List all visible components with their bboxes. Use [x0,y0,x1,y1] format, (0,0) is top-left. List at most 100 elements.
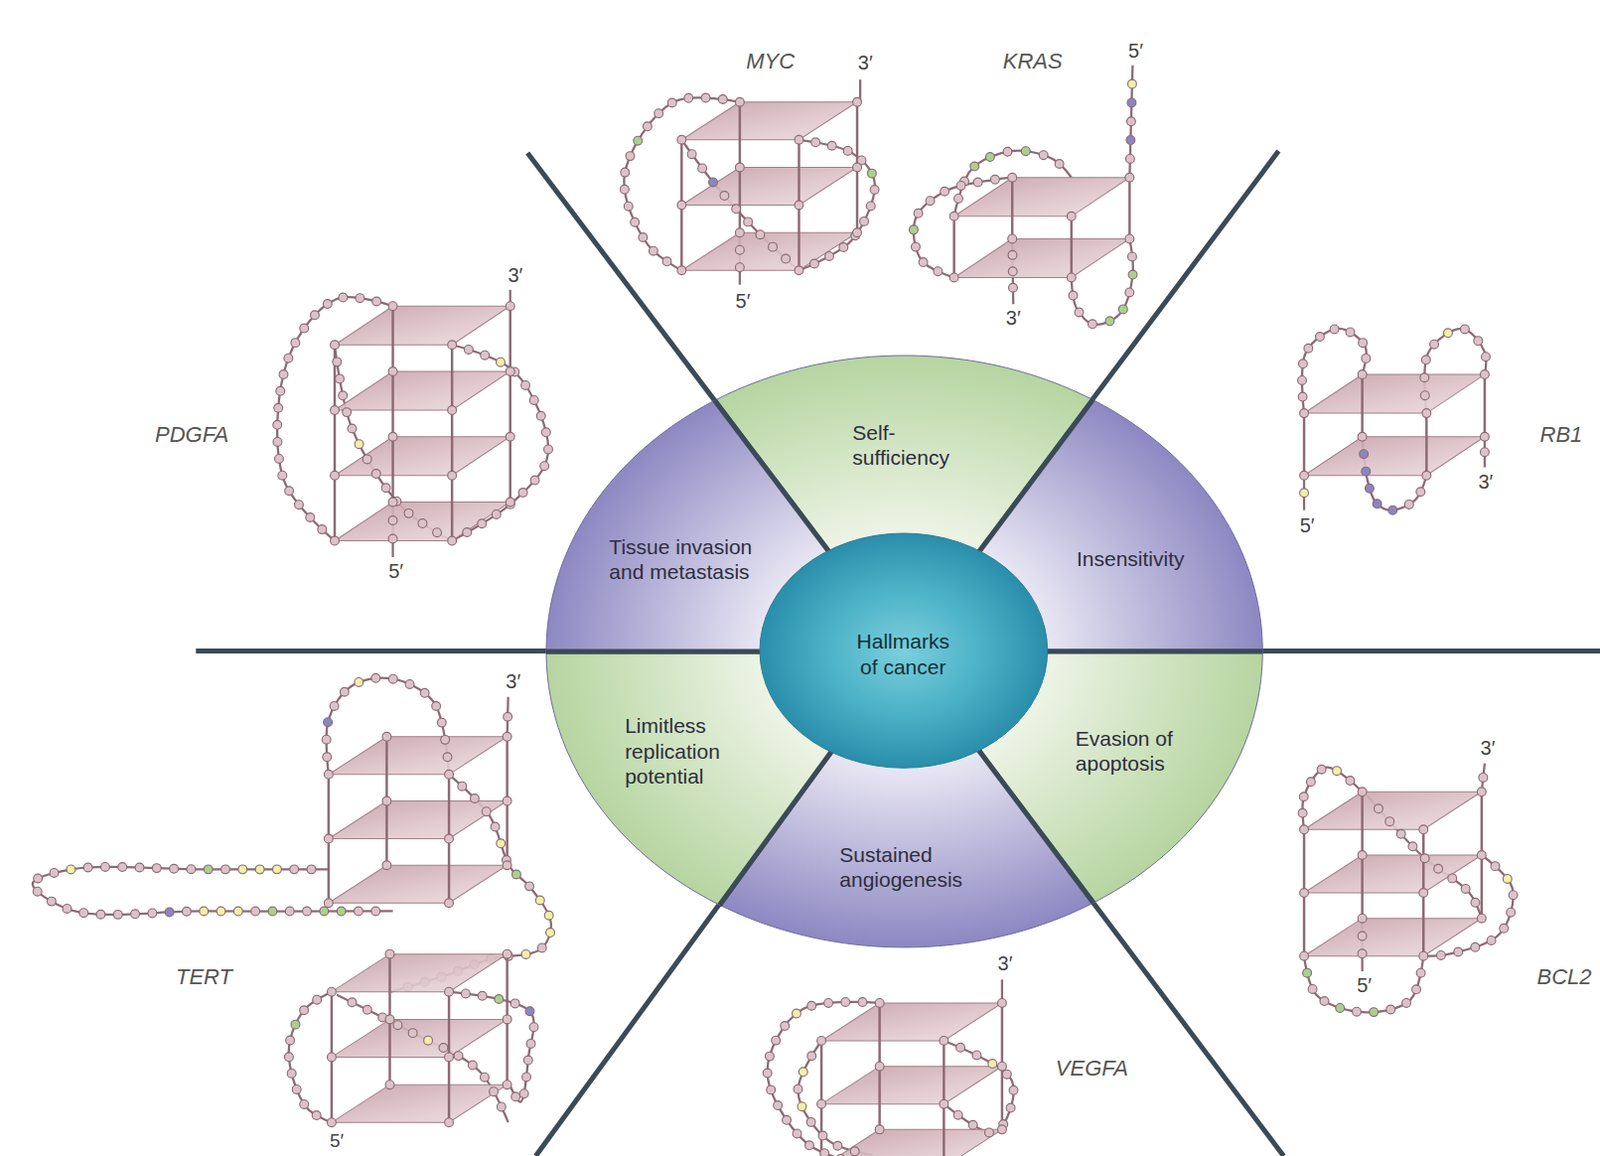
nucleotide-dot [79,908,89,918]
nucleotide-dot [489,1087,499,1097]
quartet-plane [954,177,1131,217]
strand-end-label: 5′ [329,1130,344,1153]
nucleotide-dot [1419,888,1429,898]
nucleotide-dot [388,497,398,507]
nucleotide-dot [853,162,863,172]
nucleotide-dot [186,865,196,874]
nucleotide-dot [833,1141,843,1151]
nucleotide-dot [687,149,697,159]
nucleotide-dot [505,432,515,441]
nucleotide-dot [1329,324,1339,334]
nucleotide-dot [329,702,339,712]
nucleotide-dot [1470,897,1480,907]
nucleotide-dot [1478,772,1488,782]
nucleotide-dot [405,680,415,690]
nucleotide-dot [537,943,547,953]
nucleotide-dot [1357,432,1367,441]
gene-name: VEGFA [1055,1055,1129,1081]
quartet-plane [821,1003,1003,1041]
nucleotide-dot [817,1036,827,1046]
nucleotide-dot [199,906,209,916]
nucleotide-dot [460,989,470,999]
nucleotide-dot [321,734,331,744]
nucleotide-dot [1300,470,1310,480]
nucleotide-dot [850,1147,860,1156]
nucleotide-dot [709,177,719,187]
nucleotide-dot [496,357,506,367]
nucleotide-dot [544,444,554,454]
nucleotide-dot [734,245,744,255]
nucleotide-dot [101,863,111,873]
nucleotide-dot [718,95,728,105]
nucleotide-dot [1300,409,1310,419]
nucleotide-dot [372,296,382,306]
nucleotide-dot [388,367,398,377]
g-quadruplex [273,290,554,558]
nucleotide-dot [1416,968,1426,978]
nucleotide-dot [354,677,364,687]
quartet-plane [328,865,508,903]
nucleotide-dot [502,796,512,806]
nucleotide-dot [362,1005,372,1015]
nucleotide-dot [1008,267,1018,277]
nucleotide-dot [1003,146,1013,156]
strand-loop [289,992,332,1124]
sector-rim [1093,650,1263,902]
nucleotide-dot [1306,777,1315,787]
nucleotide-dot [843,145,853,155]
nucleotide-dot [1300,488,1310,498]
nucleotide-dot [285,906,294,916]
nucleotide-dot [677,200,687,210]
nucleotide-dot [734,162,744,172]
gene-name: BCL2 [1537,964,1593,990]
nucleotide-dot [436,718,446,728]
gene-name: MYC [745,48,795,74]
nucleotide-dot [1412,985,1422,995]
quartet-plane [1304,918,1482,957]
nucleotide-dot [477,991,487,1001]
nucleotide-dot [1128,270,1138,280]
nucleotide-dot [1388,505,1398,515]
nucleotide-dot [302,906,312,916]
nucleotide-dot [1357,913,1367,923]
nucleotide-dot [1402,999,1412,1009]
nucleotide-dot [1476,787,1486,797]
nucleotide-dot [323,769,333,779]
nucleotide-dot [453,1051,463,1061]
strand-end-label: 3′ [1477,470,1493,494]
nucleotide-dot [985,152,995,162]
nucleotide-dot [275,454,285,464]
quadruplex-group [32,65,1518,1156]
strand-end-label: 5′ [1300,514,1315,538]
quartet-plane [334,371,511,411]
sector-fill [546,400,830,652]
strand-end-label: 5′ [1128,39,1144,63]
nucleotide-dot [433,528,442,538]
nucleotide-dot [536,411,546,421]
nucleotide-dot [731,204,741,214]
nucleotide-dot [998,1061,1008,1071]
sector-divider [546,648,775,654]
nucleotide-dot [330,470,340,480]
nucleotide-dot [502,949,512,959]
nucleotide-dot [278,470,288,480]
nucleotide-dot [956,1042,966,1052]
nucleotide-dot [768,242,778,252]
nucleotide-dot [858,998,868,1008]
strand-strut [1128,177,1131,240]
strand-end-label: 3′ [1006,306,1021,330]
nucleotide-dot [953,1110,963,1120]
nucleotide-dot [255,865,265,874]
nucleotide-dot [1421,355,1431,365]
nucleotide-dot [1088,319,1098,329]
quartet-plane [1304,436,1485,476]
nucleotide-dot [496,1102,506,1112]
nucleotide-dot [939,1036,949,1046]
nucleotide-dot [1470,942,1480,952]
nucleotide-dot [1499,923,1509,933]
nucleotide-dot [1298,376,1308,386]
nucleotide-dot [273,436,283,446]
nucleotide-dot [1372,499,1382,509]
nucleotide-dot [1002,1069,1012,1079]
nucleotide-dot [290,865,299,874]
